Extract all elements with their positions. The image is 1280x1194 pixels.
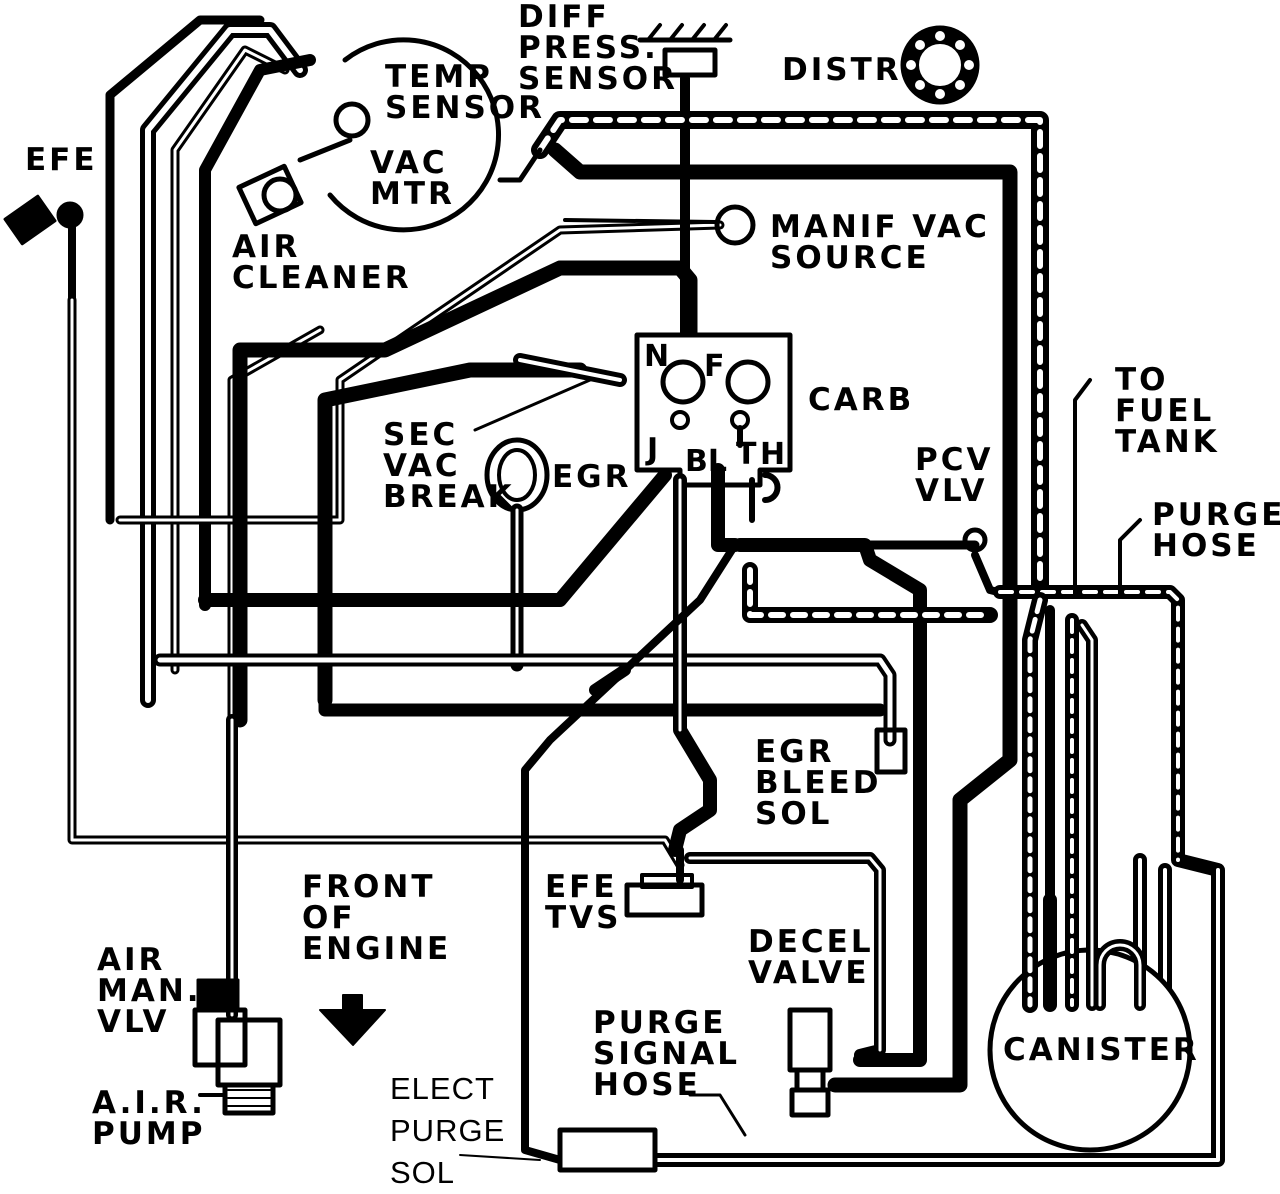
egr-valve [484, 437, 550, 672]
air-man-vlv-label: AIR MAN. VLV [97, 942, 202, 1040]
air-cleaner-housing [236, 37, 502, 233]
purge-signal-hose-label: PURGE SIGNAL HOSE [593, 1005, 740, 1103]
manif-vac-source-label: MANIF VAC SOURCE [770, 209, 990, 276]
efe-label: EFE [25, 142, 98, 178]
carb-port-j: J [647, 432, 659, 467]
carb-port-h: H [760, 437, 786, 472]
air-cleaner-hose-bundle [105, 15, 725, 725]
efe-tvs [624, 846, 886, 1061]
vac-mtr-label: VAC MTR [370, 145, 455, 212]
carb-port-n: N [644, 339, 670, 374]
carb-label: CARB [808, 382, 915, 418]
pcv-vlv-label: PCV VLV [915, 442, 994, 509]
purge-signal-leader [688, 1093, 747, 1137]
crossing-hoses [153, 463, 927, 1164]
distributor [900, 25, 980, 105]
carb-port-f: F [704, 349, 725, 384]
decel-valve [787, 1007, 833, 1118]
egr-bleed-sol-label: EGR BLEED SOL [755, 734, 882, 832]
dashed-fuel-vapor-hose [497, 111, 1049, 599]
carburetor [634, 332, 793, 488]
carb-left-thick-hose [232, 260, 698, 728]
egr-label: EGR [552, 459, 632, 495]
sec-vac-break-leader [473, 378, 592, 432]
dashed-purge-line [742, 562, 998, 623]
air-management-valve [192, 714, 283, 1116]
carb-port-t: T [736, 437, 757, 472]
air-cleaner-label: AIR CLEANER [232, 229, 412, 296]
distr-label: DISTR [782, 52, 902, 88]
elect-purge-sol-label: ELECT PURGE SOL [390, 1071, 506, 1190]
canister [987, 592, 1193, 1153]
sec-vac-break-label: SEC VAC BREAK [383, 417, 515, 515]
canister-label: CANISTER [1003, 1032, 1200, 1068]
to-fuel-tank-label: TO FUEL TANK [1115, 362, 1220, 460]
temp-sensor-label: TEMP SENSOR [385, 59, 545, 126]
front-of-engine-label: FRONT OF ENGINE [302, 869, 452, 967]
main-vacuum-line [547, 142, 1018, 1093]
decel-valve-label: DECEL VALVE [748, 924, 874, 991]
egr-bleed-solenoid [874, 727, 908, 775]
front-arrow-icon [319, 994, 386, 1046]
elect-purge-solenoid [459, 1127, 658, 1173]
pcv-valve [863, 527, 1014, 599]
purge-hose-label: PURGE HOSE [1152, 497, 1280, 564]
manif-vac-source [563, 204, 756, 246]
air-pump-label: A.I.R. PUMP [92, 1085, 206, 1152]
carb-port-bl: BL [685, 444, 727, 479]
diff-press-sensor-label: DIFF PRESS. SENSOR [518, 0, 678, 97]
efe-tvs-label: EFE TVS [545, 869, 622, 936]
